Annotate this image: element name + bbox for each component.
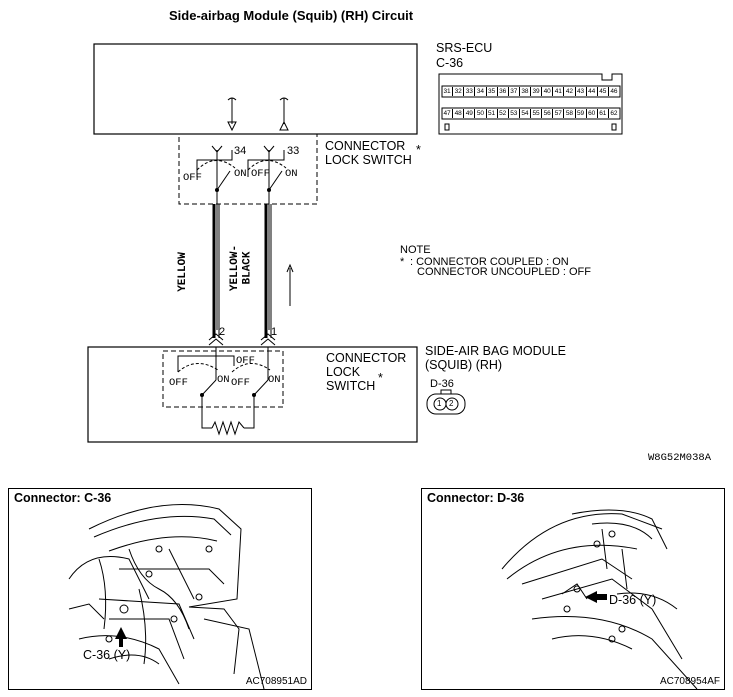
module-pin-1-label: 1 <box>271 326 278 338</box>
d36-pin-1: 1 <box>437 399 442 408</box>
module-switch-line-3: SWITCH <box>326 379 376 393</box>
c36-pin: 47 <box>442 109 454 118</box>
c36-pin: 52 <box>498 109 509 118</box>
c36-pin: 49 <box>464 109 476 118</box>
c36-pin: 35 <box>487 87 498 96</box>
c36-pin: 54 <box>520 109 531 118</box>
d36-pointer-arrow <box>585 591 607 603</box>
c36-pin: 43 <box>576 87 587 96</box>
module-switch-line-1: CONNECTOR <box>326 351 407 365</box>
d36-pin-2: 2 <box>449 399 454 408</box>
upper-on-1: ON <box>234 168 247 180</box>
module-on-1: ON <box>217 374 230 386</box>
module-top-off: OFF <box>236 355 255 367</box>
upper-on-2: ON <box>285 168 298 180</box>
c36-pin: 40 <box>542 87 554 96</box>
seat-illustration <box>501 509 698 689</box>
lower-connector-box <box>162 350 284 408</box>
c36-pin: 36 <box>498 87 509 96</box>
circuit-schematic <box>87 43 623 443</box>
module-switch-line-2: LOCK <box>326 365 361 379</box>
upper-off-2: OFF <box>251 168 270 180</box>
c36-pin: 61 <box>598 109 609 118</box>
module-pin-2-label: 2 <box>219 326 226 338</box>
module-name-1: SIDE-AIR BAG MODULE <box>425 344 566 358</box>
wire-right-color-2: BLACK <box>241 251 254 285</box>
module-off-1: OFF <box>169 377 188 389</box>
c36-pin: 62 <box>610 110 618 117</box>
module-box <box>87 346 418 443</box>
note-line-2: CONNECTOR UNCOUPLED : OFF <box>417 266 591 278</box>
module-on-2: ON <box>268 374 281 386</box>
c36-connector-icon <box>438 73 623 135</box>
pin-33-label: 33 <box>287 145 300 157</box>
panel-c36-title: Connector: C-36 <box>14 491 112 505</box>
c36-pin: 33 <box>464 87 476 96</box>
c36-pin: 37 <box>509 87 520 96</box>
panel-c36: Connector: C-36 <box>8 488 312 690</box>
diagram-code: W8G52M038A <box>648 452 712 464</box>
upper-switch-label: CONNECTOR LOCK SWITCH <box>325 139 412 167</box>
c36-pin: 55 <box>531 109 543 118</box>
c36-pin: 59 <box>576 109 587 118</box>
note-heading: NOTE <box>400 244 431 256</box>
c36-pin: 44 <box>587 87 598 96</box>
module-connector-id: D-36 <box>430 378 454 390</box>
c36-pin: 57 <box>553 109 565 118</box>
upper-switch-star: * <box>416 143 421 157</box>
pin-34-label: 34 <box>234 145 247 157</box>
c36-pin: 31 <box>442 87 454 96</box>
module-switch-star: * <box>378 371 383 385</box>
ecu-box <box>93 43 418 135</box>
note-line-1: : CONNECTOR COUPLED : ON <box>410 256 569 268</box>
c36-pin: 51 <box>487 109 498 118</box>
panel-d36-code: AC708954AF <box>659 676 720 687</box>
c36-pin: 60 <box>587 109 598 118</box>
c36-pin: 58 <box>564 109 576 118</box>
panel-d36: Connector: D-36 D-36 (Y) AC708954AF <box>421 488 725 690</box>
upper-connector-box <box>178 133 318 205</box>
panel-d36-title: Connector: D-36 <box>427 491 525 505</box>
module-name-2: (SQUIB) (RH) <box>425 358 503 372</box>
c36-pin: 50 <box>475 109 487 118</box>
c36-pin: 32 <box>453 87 465 96</box>
ecu-connector-id: C-36 <box>436 56 464 70</box>
c36-pin: 38 <box>520 87 531 96</box>
upper-off-1: OFF <box>183 172 202 184</box>
dashboard-illustration <box>68 504 265 689</box>
diagram-title: Side-airbag Module (Squib) (RH) Circuit <box>169 8 414 23</box>
d36-connector-icon <box>426 393 466 415</box>
c36-pointer-arrow <box>115 627 127 647</box>
panel-c36-callout: C-36 (Y) <box>83 648 131 662</box>
panel-c36-code: AC708951AD <box>245 676 307 687</box>
panel-d36-callout: D-36 (Y) <box>609 593 657 607</box>
c36-pin: 46 <box>610 88 618 95</box>
module-off-2: OFF <box>231 377 250 389</box>
ecu-name: SRS-ECU <box>436 41 493 55</box>
wire-left-color: YELLOW <box>176 252 189 292</box>
c36-pin: 41 <box>553 87 565 96</box>
wire-right-color-1: YELLOW- <box>229 244 242 292</box>
c36-pin: 48 <box>453 109 465 118</box>
c36-pin: 45 <box>598 87 609 96</box>
note-star: * <box>400 256 405 268</box>
c36-pin: 34 <box>475 87 487 96</box>
squib-resistor <box>211 420 245 436</box>
c36-pin: 53 <box>509 109 520 118</box>
c36-pin: 39 <box>531 87 543 96</box>
c36-pin: 56 <box>542 109 554 118</box>
c36-pin: 42 <box>564 87 576 96</box>
